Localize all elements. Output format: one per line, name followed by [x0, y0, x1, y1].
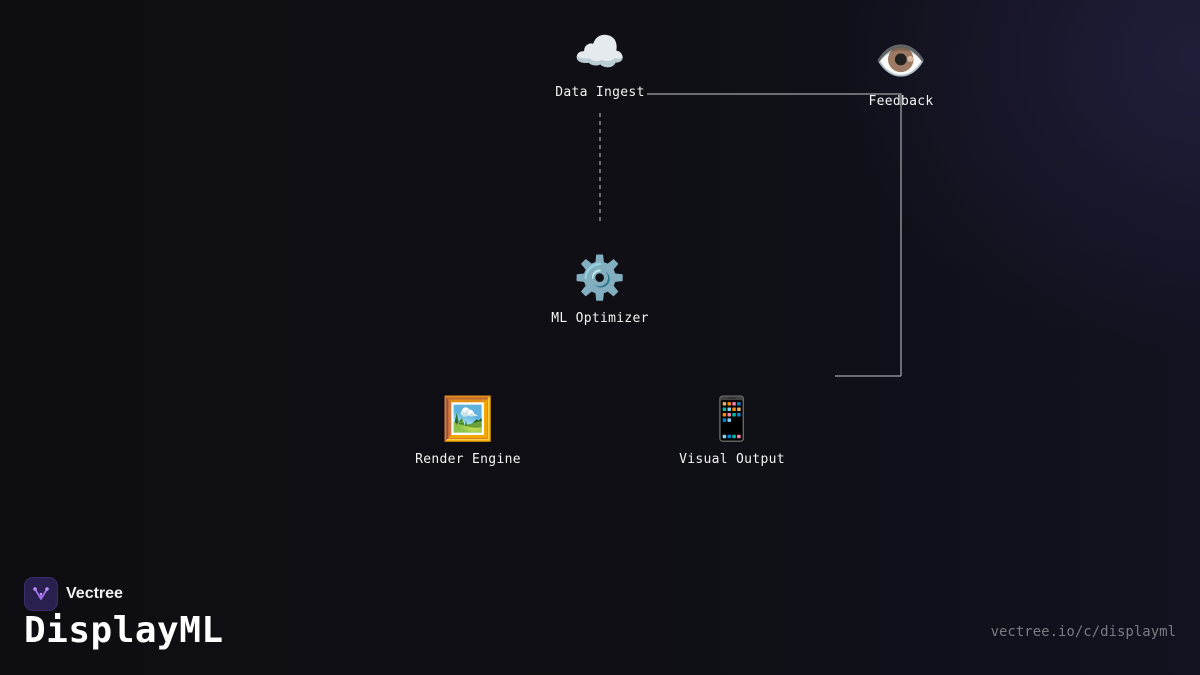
- node-feedback[interactable]: 👁️ Feedback: [826, 36, 976, 110]
- gear-icon: ⚙️: [573, 253, 627, 302]
- mobile-phone-icon: 📱: [705, 394, 759, 443]
- brand: Vectree: [24, 577, 123, 611]
- vectree-logo-icon: [24, 577, 58, 611]
- edge-data-ingest-to-feedback: [647, 93, 902, 376]
- node-visual-output[interactable]: 📱 Visual Output: [657, 394, 807, 468]
- cloud-icon: ☁️: [573, 27, 627, 76]
- product-title: DisplayML: [24, 610, 224, 651]
- eye-icon: 👁️: [874, 36, 928, 85]
- node-ml-optimizer[interactable]: ⚙️ ML Optimizer: [525, 253, 675, 327]
- node-label: Visual Output: [679, 452, 785, 467]
- footer-url[interactable]: vectree.io/c/displayml: [990, 624, 1176, 640]
- brand-name: Vectree: [66, 585, 123, 602]
- node-label: ML Optimizer: [551, 311, 649, 326]
- node-data-ingest[interactable]: ☁️ Data Ingest: [525, 27, 675, 101]
- node-label: Feedback: [868, 94, 934, 109]
- node-label: Data Ingest: [555, 85, 645, 100]
- node-label: Render Engine: [415, 452, 521, 467]
- framed-picture-icon: 🖼️: [441, 394, 495, 443]
- node-render-engine[interactable]: 🖼️ Render Engine: [393, 394, 543, 468]
